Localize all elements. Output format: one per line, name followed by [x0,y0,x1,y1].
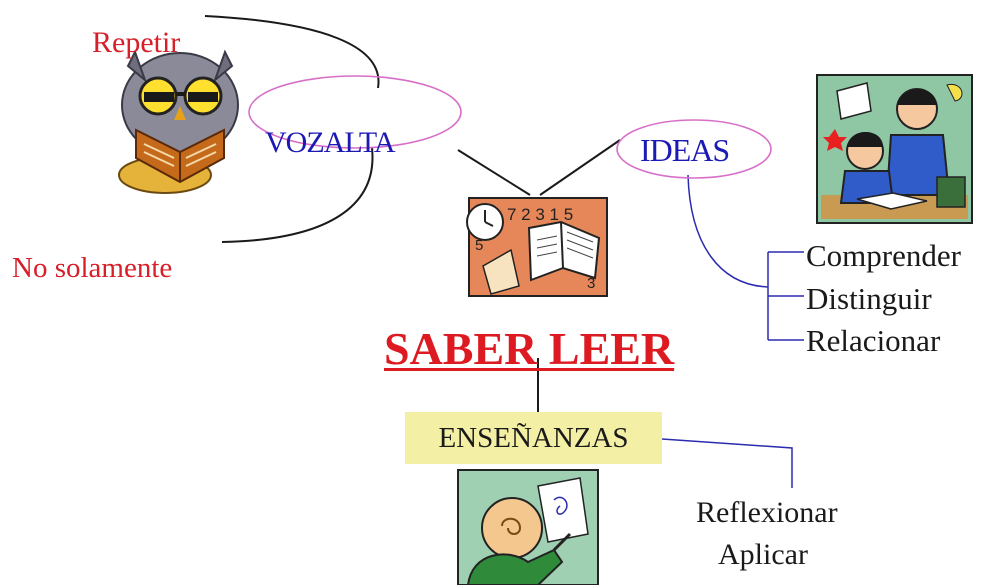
ensenanzas-action: Aplicar [718,538,808,571]
label-repetir: Repetir [92,26,181,59]
ideas-subitem: Comprender [806,238,961,273]
ideas-subitem: Relacionar [806,323,941,358]
page-title: SABER LEER [384,323,675,374]
ensenanzas-action: Reflexionar [696,496,838,529]
connector-ideas-bracket [687,174,769,288]
book-clock-numbers-icon: 7 2 3 1 5 5 3 [466,197,608,297]
svg-text:7 2 3 1 5: 7 2 3 1 5 [507,205,573,224]
person-writing-icon [457,469,599,585]
connector-ensenanzas-actions [661,438,793,488]
bracket-ideas-subitems [767,251,804,341]
svg-text:5: 5 [475,237,483,254]
svg-text:3: 3 [587,275,595,292]
label-vozalta: VOZALTA [265,126,395,159]
connector-nosolamente-arc [221,147,374,243]
label-ensenanzas: ENSEÑANZAS [438,421,629,454]
label-ideas: IDEAS [640,132,730,168]
ellipse-vozalta [248,75,462,149]
connector-repetir-arc [204,15,380,89]
ellipse-ideas [616,119,772,179]
ideas-subitem: Distinguir [806,281,932,316]
ensenanzas-box [405,412,662,464]
label-no-solamente: No solamente [12,252,173,284]
owl-reading-book-icon [118,49,239,194]
connector-voz-to-book [457,149,531,196]
students-studying-icon [816,74,973,224]
connector-ideas-to-book [539,139,621,196]
